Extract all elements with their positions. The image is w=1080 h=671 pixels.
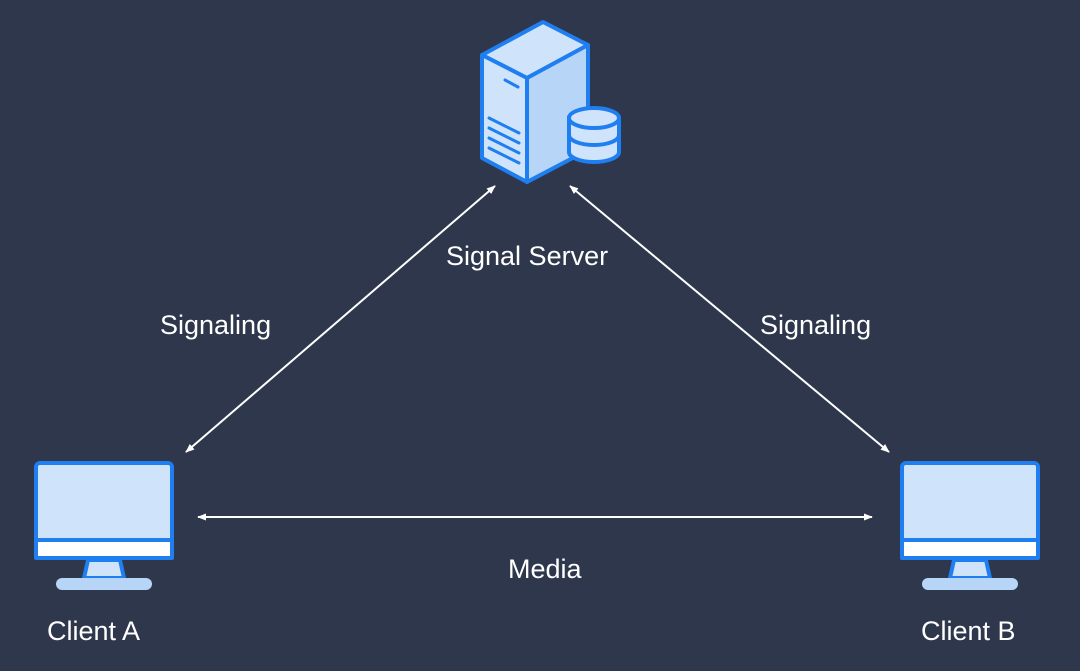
media-label: Media (508, 554, 582, 584)
server-label: Signal Server (446, 241, 609, 271)
signaling-right-label: Signaling (760, 310, 872, 340)
client-a-label: Client A (47, 616, 141, 646)
signaling-right-arrow (569, 185, 890, 453)
signaling-left-arrow (185, 185, 496, 453)
client-b-label: Client B (921, 616, 1016, 646)
signaling-left-label: Signaling (160, 310, 272, 340)
